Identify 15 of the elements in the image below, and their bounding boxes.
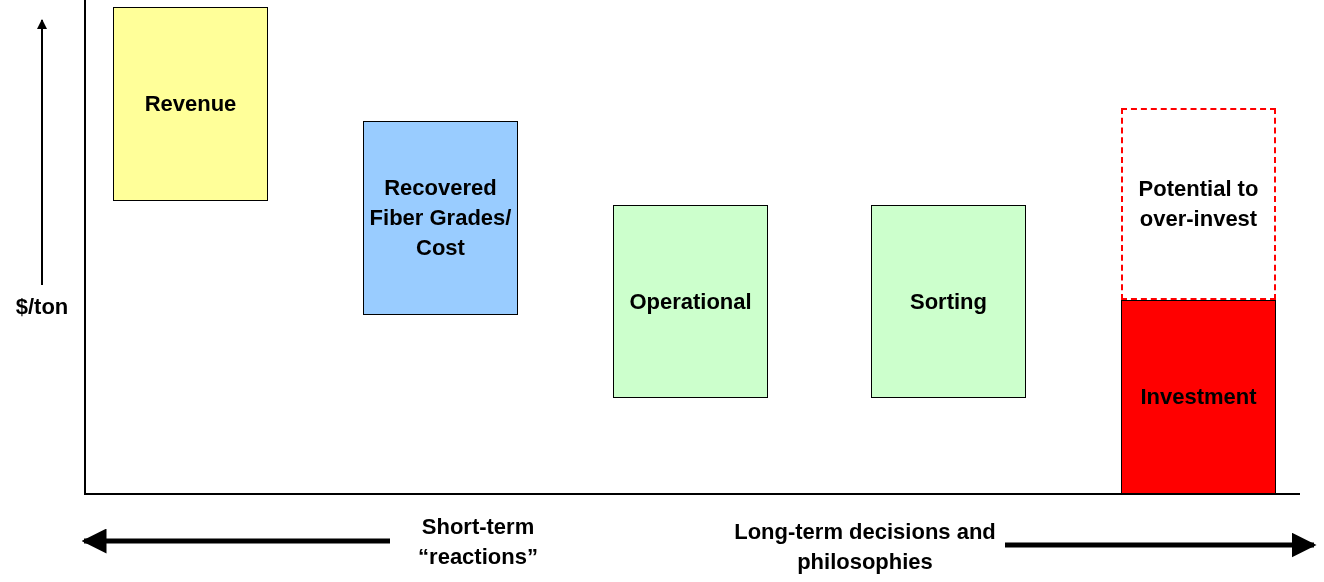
bar-block bbox=[363, 121, 518, 315]
block-label: Potential to over-invest bbox=[1137, 175, 1260, 233]
axis-label: $/ton bbox=[14, 293, 70, 321]
block-label: Recovered Fiber Grades/ Cost bbox=[368, 174, 513, 262]
bar-block bbox=[613, 205, 768, 398]
bar-block bbox=[871, 205, 1026, 398]
block-label: Investment bbox=[1140, 383, 1257, 411]
bar-block bbox=[1121, 108, 1276, 300]
direction-label: Long-term decisions and philosophies bbox=[733, 518, 997, 576]
bar-block bbox=[113, 7, 268, 201]
bar-block bbox=[1121, 300, 1276, 494]
block-label: Sorting bbox=[910, 287, 987, 316]
block-label: Revenue bbox=[144, 90, 237, 118]
block-label: Operational bbox=[629, 287, 752, 316]
direction-label: Short-term “reactions” bbox=[417, 513, 539, 571]
